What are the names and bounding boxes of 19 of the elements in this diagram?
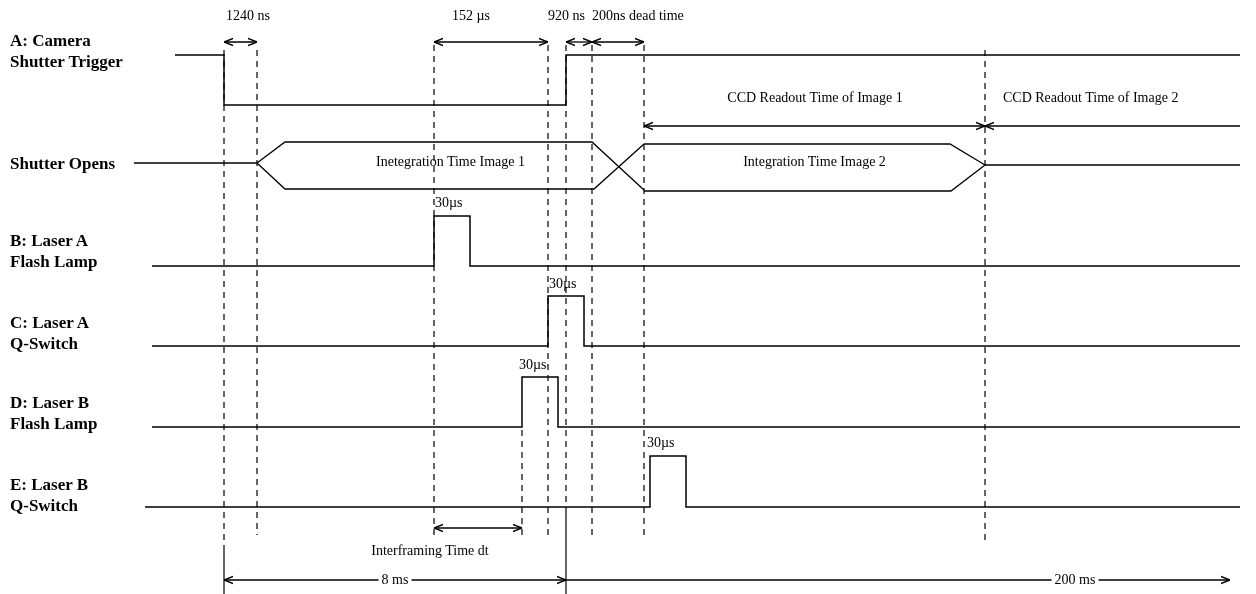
pulse-width-label: 30µs (519, 357, 547, 373)
signal-name: C: Laser A Q-Switch (10, 312, 90, 354)
dimension-label: 200ns dead time (592, 8, 684, 24)
dimension-label: Interframing Time dt (371, 543, 489, 559)
signal-name: Shutter Opens (10, 153, 115, 174)
dimension-label: CCD Readout Time of Image 2 (1003, 90, 1180, 106)
dimension-label: 920 ns (548, 8, 585, 24)
band-label: Inetegration Time Image 1 (375, 154, 526, 170)
timing-band (257, 140, 644, 192)
pulse-width-label: 30µs (647, 435, 675, 451)
signal-name: D: Laser B Flash Lamp (10, 392, 99, 434)
dimension-label: 1240 ns (226, 8, 270, 24)
timing-band (644, 140, 985, 192)
signal-name: B: Laser A Flash Lamp (10, 230, 99, 272)
pulse-width-label: 30µs (549, 276, 577, 292)
dimension-label: 152 µs (452, 8, 490, 24)
signal-name: A: Camera Shutter Trigger (10, 30, 124, 72)
signal-name: E: Laser B Q-Switch (10, 474, 90, 516)
band-label: Integration Time Image 2 (742, 154, 887, 170)
